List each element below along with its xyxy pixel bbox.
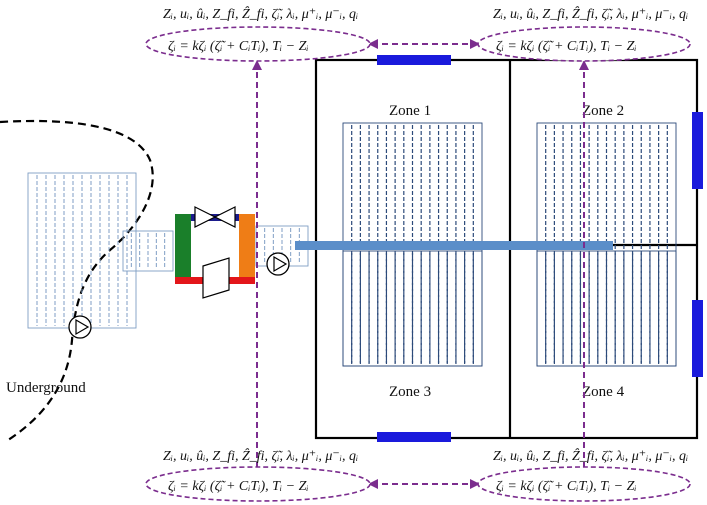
- underground-label: Underground: [6, 380, 86, 396]
- agent-vars-top-right: Zᵢ, uᵢ, ûᵢ, Z_fi, Ẑ_fi, ζ̃ᵢ, λᵢ, μ⁺ᵢ, μ⁻…: [493, 5, 688, 22]
- window-bottom: [377, 432, 451, 442]
- heat-pump-evaporator: [175, 214, 191, 284]
- agent-vars-bottom-left: Zᵢ, uᵢ, ûᵢ, Z_fi, Ẑ_fi, ζ̃ᵢ, λᵢ, μ⁺ᵢ, μ⁻…: [163, 447, 358, 464]
- window-right-lower: [692, 300, 703, 377]
- expansion-valve-icon: [194, 206, 236, 228]
- zone-4-label: Zone 4: [582, 384, 625, 400]
- ground-side-exchanger: [122, 230, 174, 272]
- compressor-icon: [202, 257, 230, 299]
- heat-pump: [175, 206, 255, 299]
- zone-2-label: Zone 2: [582, 103, 624, 119]
- heat-pump-condenser: [239, 214, 255, 284]
- agent-ellipse-top-right: [477, 26, 691, 62]
- agent-eq-bottom-left: ζᵢ = kζᵢ (ζ̃ᵢ + CᵢTᵢ), Tᵢ − Zᵢ: [168, 479, 309, 494]
- ground-heat-exchanger: [27, 172, 137, 329]
- agent-ellipse-bottom-right: [477, 466, 691, 502]
- agent-eq-top-left: ζᵢ = kζᵢ (ζ̃ᵢ + CᵢTᵢ), Tᵢ − Zᵢ: [168, 39, 309, 54]
- underground-boundary: [0, 119, 154, 443]
- window-top: [377, 55, 451, 65]
- supply-pipe: [295, 241, 613, 250]
- zone-3-label: Zone 3: [389, 384, 431, 400]
- zone-4-radiant-panel: [536, 250, 677, 367]
- agent-ellipse-bottom-left: [145, 466, 371, 502]
- agent-eq-top-right: ζᵢ = kζᵢ (ζ̃ᵢ + CᵢTᵢ), Tᵢ − Zᵢ: [496, 39, 637, 54]
- zone-1-label: Zone 1: [389, 103, 431, 119]
- communication-links: [256, 43, 585, 485]
- agent-vars-bottom-right: Zᵢ, uᵢ, ûᵢ, Z_fi, Ẑ_fi, ζ̃ᵢ, λᵢ, μ⁺ᵢ, μ⁻…: [493, 447, 688, 464]
- pump-icon: [266, 252, 290, 276]
- agent-vars-top-left: Zᵢ, uᵢ, ûᵢ, Z_fi, Ẑ_fi, ζ̃ᵢ, λᵢ, μ⁺ᵢ, μ⁻…: [163, 5, 358, 22]
- window-right-upper: [692, 112, 703, 189]
- zone-3-radiant-panel: [342, 250, 483, 367]
- agent-ellipse-top-left: [145, 26, 371, 62]
- agent-eq-bottom-right: ζᵢ = kζᵢ (ζ̃ᵢ + CᵢTᵢ), Tᵢ − Zᵢ: [496, 479, 637, 494]
- pump-icon: [68, 315, 92, 339]
